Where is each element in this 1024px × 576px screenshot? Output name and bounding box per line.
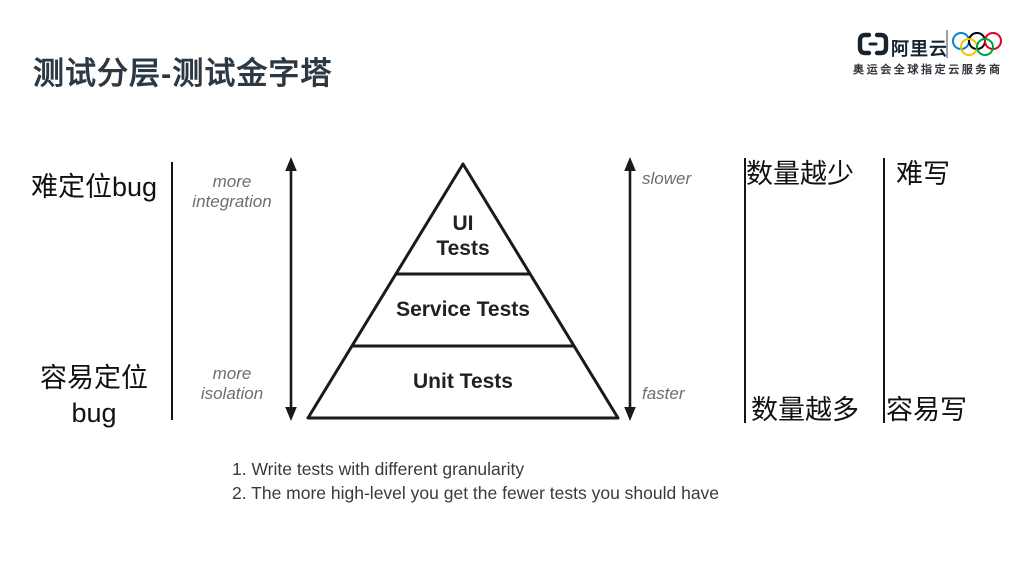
left-divider-line [171, 162, 173, 420]
note-item-2: 2. The more high-level you get the fewer… [232, 483, 720, 503]
pyramid-layer-unit-tests: Unit Tests [413, 370, 513, 393]
axis-label-more-isolation: more isolation [200, 364, 264, 403]
pyramid-layer-service-tests: Service Tests [396, 298, 530, 321]
axis-label-more-integration: more integration [192, 172, 272, 211]
pyramid-layer-ui-tests: UI Tests [436, 212, 490, 260]
axis-label-faster: faster [642, 384, 685, 403]
quantity-divider-line [744, 158, 746, 423]
annotation-easy-to-locate-bug: 容易定位 bug [40, 363, 148, 428]
test-pyramid-shape [306, 162, 620, 420]
right-up-down-arrow-icon [624, 157, 636, 421]
logo-divider [946, 30, 948, 58]
annotation-easy-to-write: 容易写 [886, 395, 967, 425]
olympic-rings-icon [952, 32, 1002, 56]
annotation-more-quantity: 数量越多 [751, 395, 859, 425]
brand-name: 阿里云 [891, 39, 948, 59]
annotation-hard-to-write: 难写 [896, 159, 950, 189]
annotation-hard-to-locate-bug: 难定位bug [30, 172, 158, 202]
page-title: 测试分层-测试金字塔 [33, 56, 333, 91]
notes-list: 1. Write tests with different granularit… [232, 457, 719, 505]
left-up-down-arrow-icon [285, 157, 297, 421]
effort-divider-line [883, 158, 885, 423]
axis-label-slower: slower [642, 169, 692, 188]
note-item-1: 1. Write tests with different granularit… [232, 459, 525, 479]
annotation-fewer-quantity: 数量越少 [746, 159, 854, 189]
logo-tagline: 奥运会全球指定云服务商 [853, 64, 1003, 76]
alibaba-cloud-logo-icon [857, 32, 889, 56]
